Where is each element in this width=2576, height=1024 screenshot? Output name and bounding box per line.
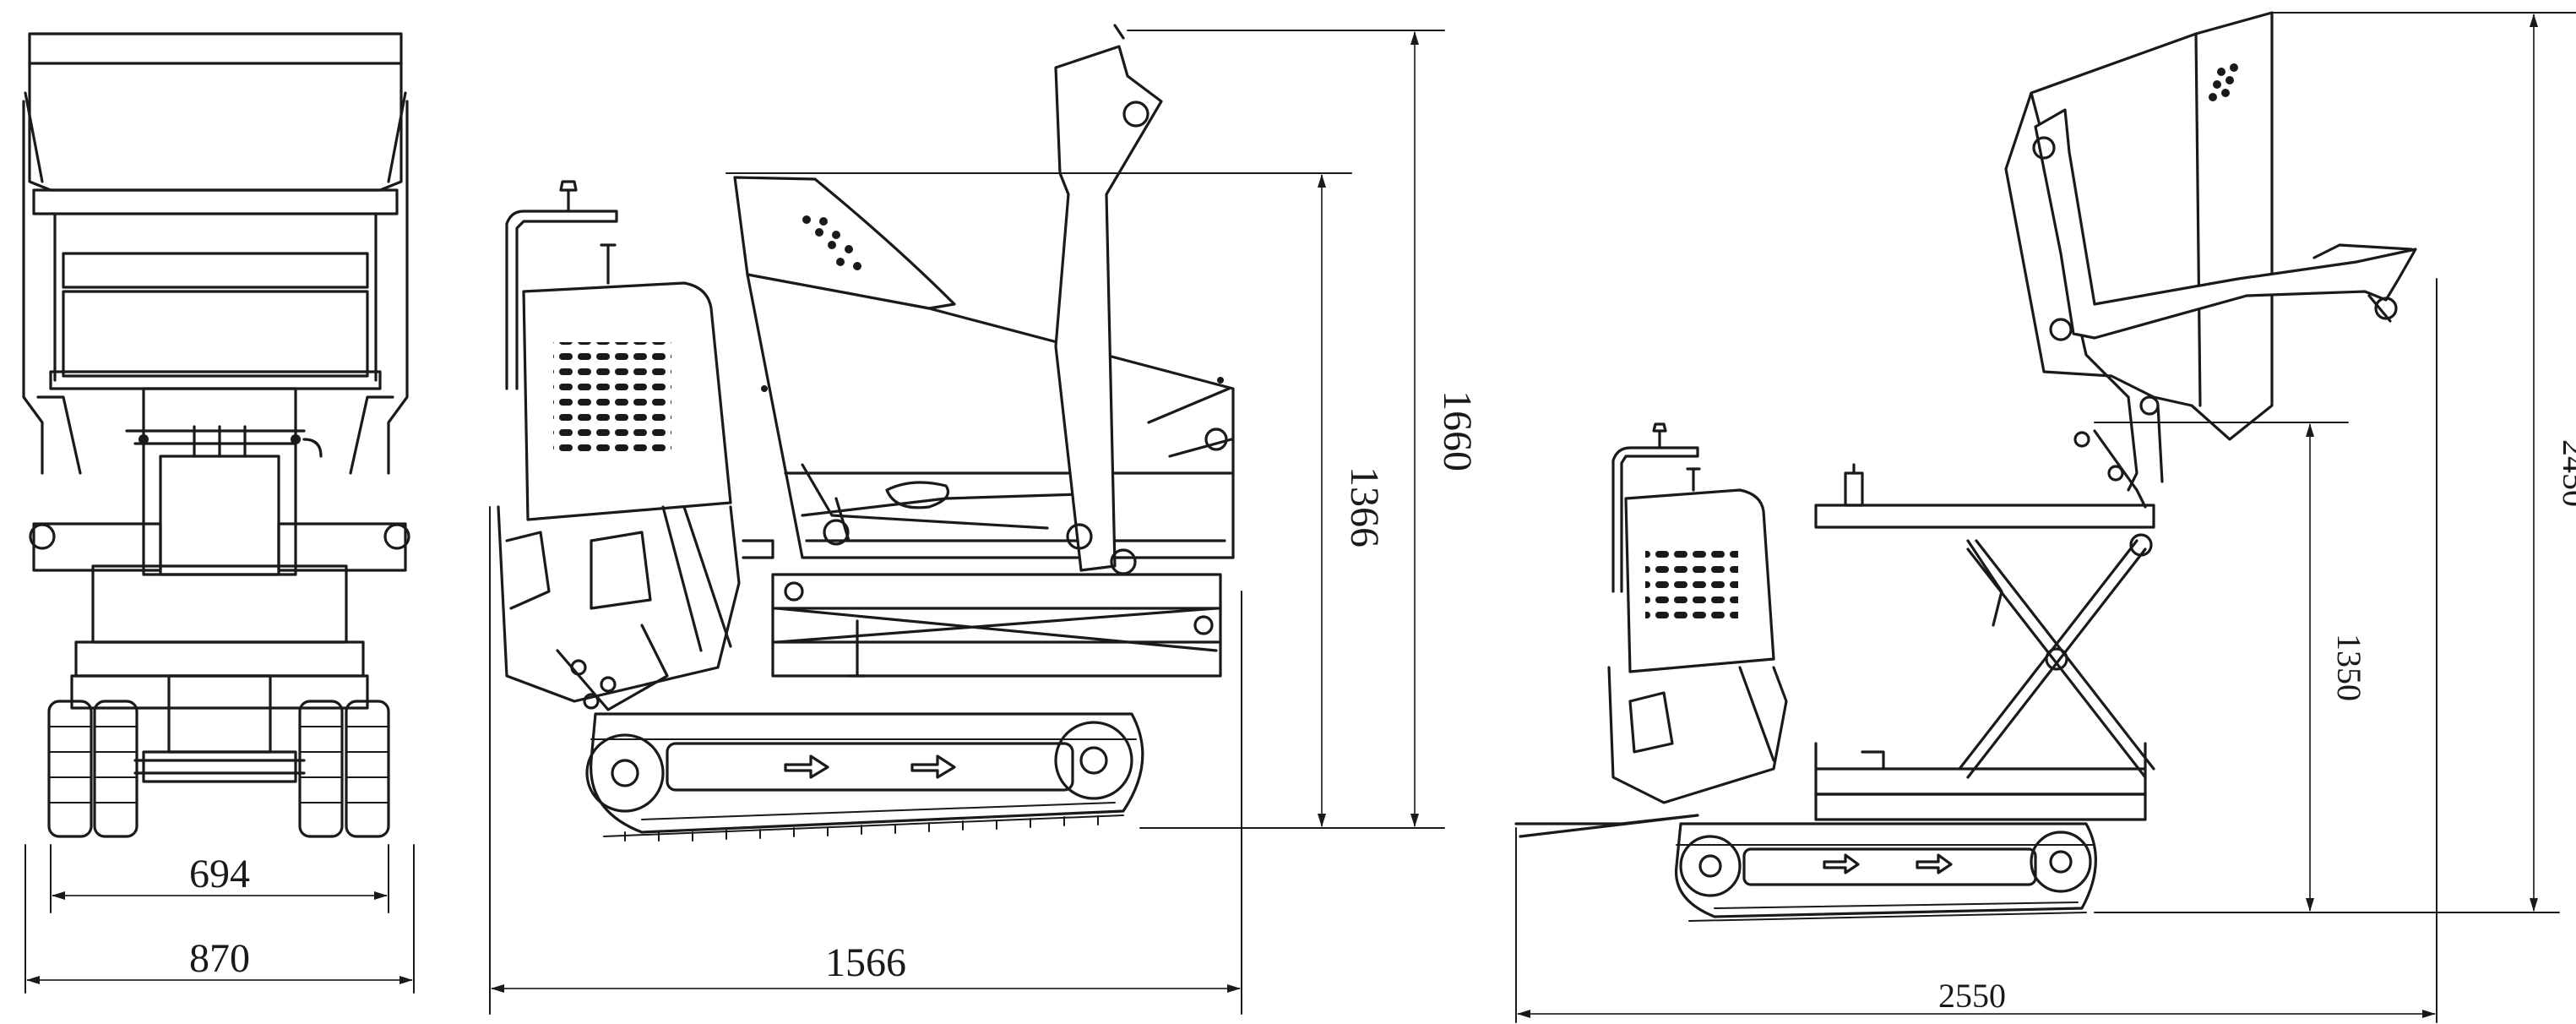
front-view: 694 870: [22, 32, 415, 994]
lifted-view: 2550 1350 2450: [1514, 11, 2576, 1023]
side-overall-length-dimension: 1566: [825, 940, 906, 985]
side-engine-grille: [553, 342, 671, 452]
lifted-overall-length-dimension: 2550: [1938, 977, 2006, 1015]
side-overall-height-dimension: 1660: [1435, 390, 1480, 471]
side-hopper-height-dimension: 1366: [1342, 466, 1387, 547]
side-view: 1566 1366 1660: [489, 24, 1480, 1015]
lifted-max-height-dimension: 2450: [2556, 439, 2576, 507]
lifted-engine-grille: [1645, 545, 1738, 625]
front-overall-width-dimension: 870: [189, 936, 250, 981]
front-track-gauge-dimension: 694: [189, 852, 250, 896]
lifted-lift-height-dimension: 1350: [2330, 634, 2368, 701]
